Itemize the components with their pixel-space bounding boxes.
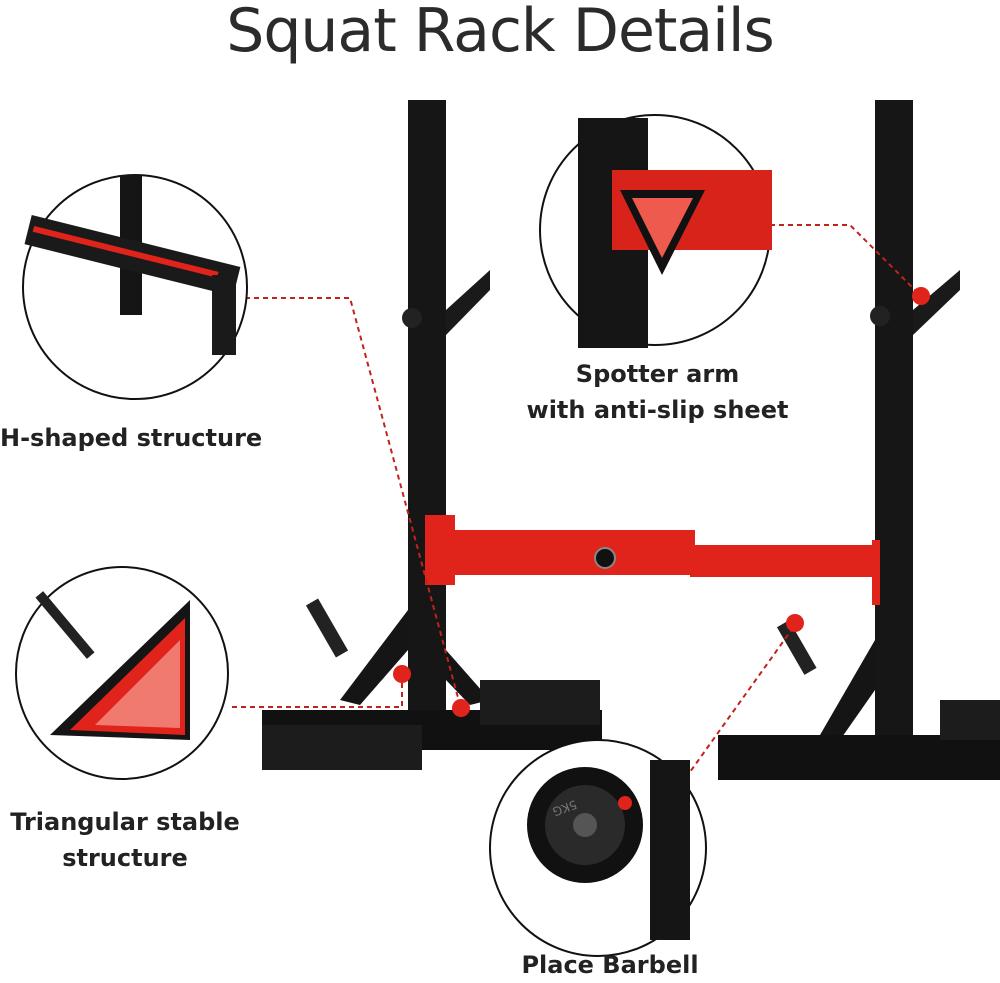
highlight-dots [393, 287, 930, 717]
detail-circle-spotter-arm [539, 114, 772, 348]
detail-circle-h-structure [22, 174, 248, 400]
label-place-barbell: Place Barbell [521, 951, 699, 979]
detail-circle-triangle [15, 566, 229, 780]
label-h-shaped-structure: H-shaped structure [0, 424, 263, 452]
red-crossbar [425, 515, 880, 605]
page-title: Squat Rack Details [226, 0, 775, 66]
detail-circle-barbell-plate: 5KG [489, 739, 707, 957]
rack-frame [262, 100, 1000, 780]
callout-lines [232, 224, 921, 801]
